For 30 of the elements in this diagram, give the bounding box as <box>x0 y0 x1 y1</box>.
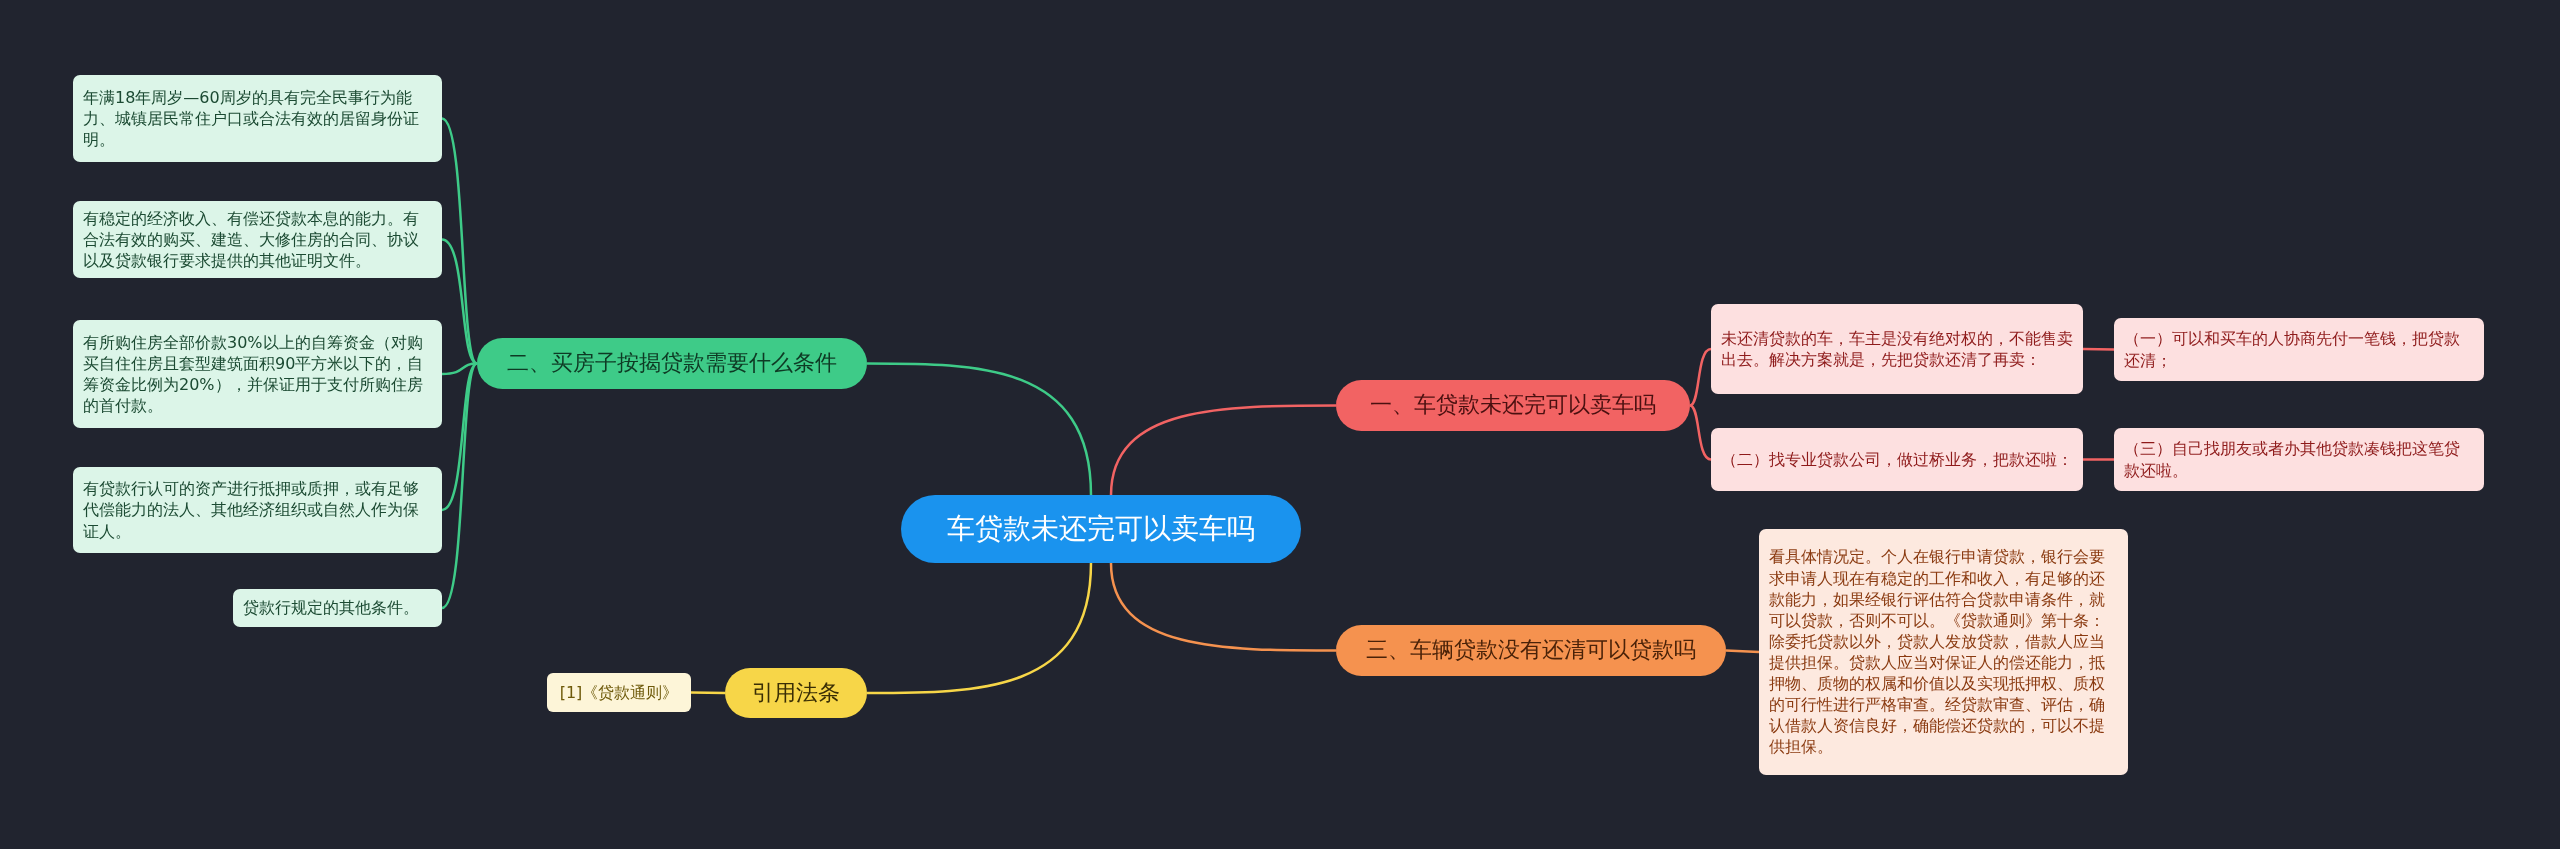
branch-topic: 引用法条 <box>725 668 867 718</box>
note-box: [1]《贷款通则》 <box>547 673 691 712</box>
note-box: 看具体情况定。个人在银行申请贷款，银行会要求申请人现在有稳定的工作和收入，有足够的还款能力，如果经银行评估符合贷款申请条件，就可以贷款，否则不可以。《贷款通则》第十条：除委托贷款以外，贷款人发放贷款，借款人应当提供担保。贷款人应当对保证人的偿还能力，抵押物、质物的权属和价值以及实现抵押权、质权的可行性进行严格审查。经贷款审查、评估，确认借款人资信良好，确能偿还贷款的，可以不提供担保。 <box>1759 529 2128 775</box>
connector-line <box>441 362 478 512</box>
connector-line <box>691 691 725 695</box>
connector-line <box>867 562 1093 695</box>
connector-line <box>1109 404 1336 496</box>
note-box: （三）自己找朋友或者办其他贷款凑钱把这笔贷款还啦。 <box>2114 428 2484 491</box>
connector-line <box>1109 562 1336 652</box>
central-topic: 车贷款未还完可以卖车吗 <box>901 495 1301 563</box>
branch-topic: 一、车贷款未还完可以卖车吗 <box>1336 380 1690 431</box>
connector-line <box>1689 404 1712 461</box>
note-box: （一）可以和买车的人协商先付一笔钱，把贷款还清； <box>2114 318 2484 381</box>
note-box: 年满18年周岁—60周岁的具有完全民事行为能力、城镇居民常住户口或合法有效的居留身份证明。 <box>73 75 442 162</box>
connector-line <box>867 362 1093 496</box>
note-box: 未还清贷款的车，车主是没有绝对权的，不能售卖出去。解决方案就是，先把贷款还清了再卖： <box>1711 304 2083 394</box>
connector-line <box>441 362 478 609</box>
note-box: 有稳定的经济收入、有偿还贷款本息的能力。有合法有效的购买、建造、大修住房的合同、协议以及贷款银行要求提供的其他证明文件。 <box>73 201 442 278</box>
note-box: 贷款行规定的其他条件。 <box>233 589 442 627</box>
note-box: （二）找专业贷款公司，做过桥业务，把款还啦： <box>1711 428 2083 491</box>
note-box: 有贷款行认可的资产进行抵押或质押，或有足够代偿能力的法人、其他经济组织或自然人作为保证人。 <box>73 467 442 553</box>
connector-line <box>441 117 478 365</box>
connector-line <box>1689 347 1712 407</box>
branch-topic: 二、买房子按揭贷款需要什么条件 <box>477 338 867 389</box>
connector-line <box>441 238 478 365</box>
connector-line <box>1725 649 1760 654</box>
connector-line <box>2082 347 2115 351</box>
branch-topic: 三、车辆贷款没有还清可以贷款吗 <box>1336 625 1726 676</box>
connector-line <box>2083 458 2114 461</box>
note-box: 有所购住房全部价款30%以上的自筹资金（对购买自住住房且套型建筑面积90平方米以下的，自筹资金比例为20%），并保证用于支付所购住房的首付款。 <box>73 320 442 428</box>
